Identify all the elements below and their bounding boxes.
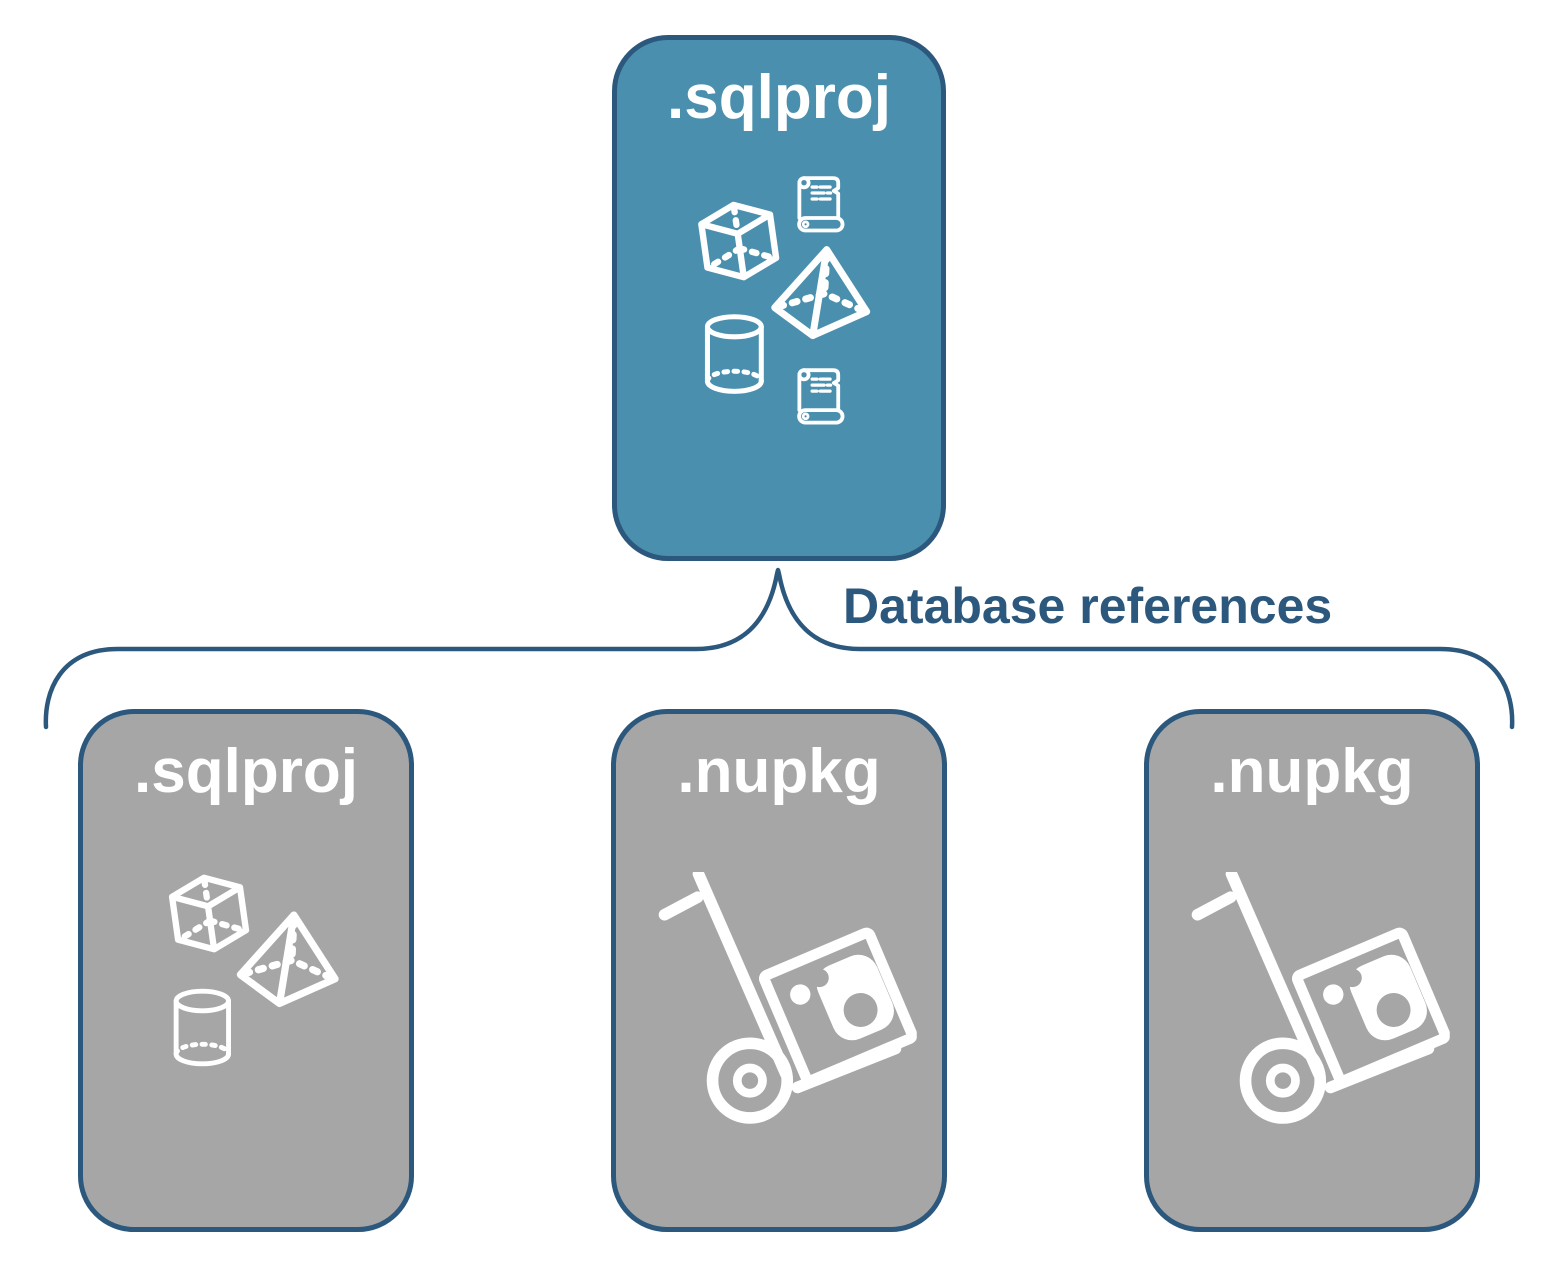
cylinder-icon — [176, 991, 228, 1064]
node-child-nupkg: .nupkg — [611, 709, 947, 1232]
connector-label: Database references — [843, 578, 1333, 634]
node-title: .sqlproj — [134, 737, 358, 806]
sql-project-objects-illustration — [617, 176, 941, 425]
pyramid-icon — [775, 250, 867, 336]
cylinder-icon — [707, 317, 761, 392]
node-child-nupkg: .nupkg — [1144, 709, 1480, 1232]
node-title: .nupkg — [1210, 737, 1414, 806]
sql-project-objects-illustration — [83, 714, 409, 1227]
script-scroll-icon — [797, 176, 845, 233]
hand-truck-package-icon — [1198, 874, 1447, 1118]
node-title: .nupkg — [677, 737, 881, 806]
node-title: .sqlproj — [667, 63, 891, 132]
hand-truck-package-icon — [665, 874, 914, 1118]
package-illustration — [1149, 714, 1475, 1227]
script-scroll-icon — [797, 368, 845, 425]
node-root-sqlproj: .sqlproj — [612, 35, 946, 561]
pyramid-icon — [240, 915, 335, 1003]
package-illustration — [616, 714, 942, 1227]
node-child-sqlproj: .sqlproj — [78, 709, 414, 1232]
cube-icon — [699, 200, 778, 282]
cube-icon — [170, 873, 248, 954]
